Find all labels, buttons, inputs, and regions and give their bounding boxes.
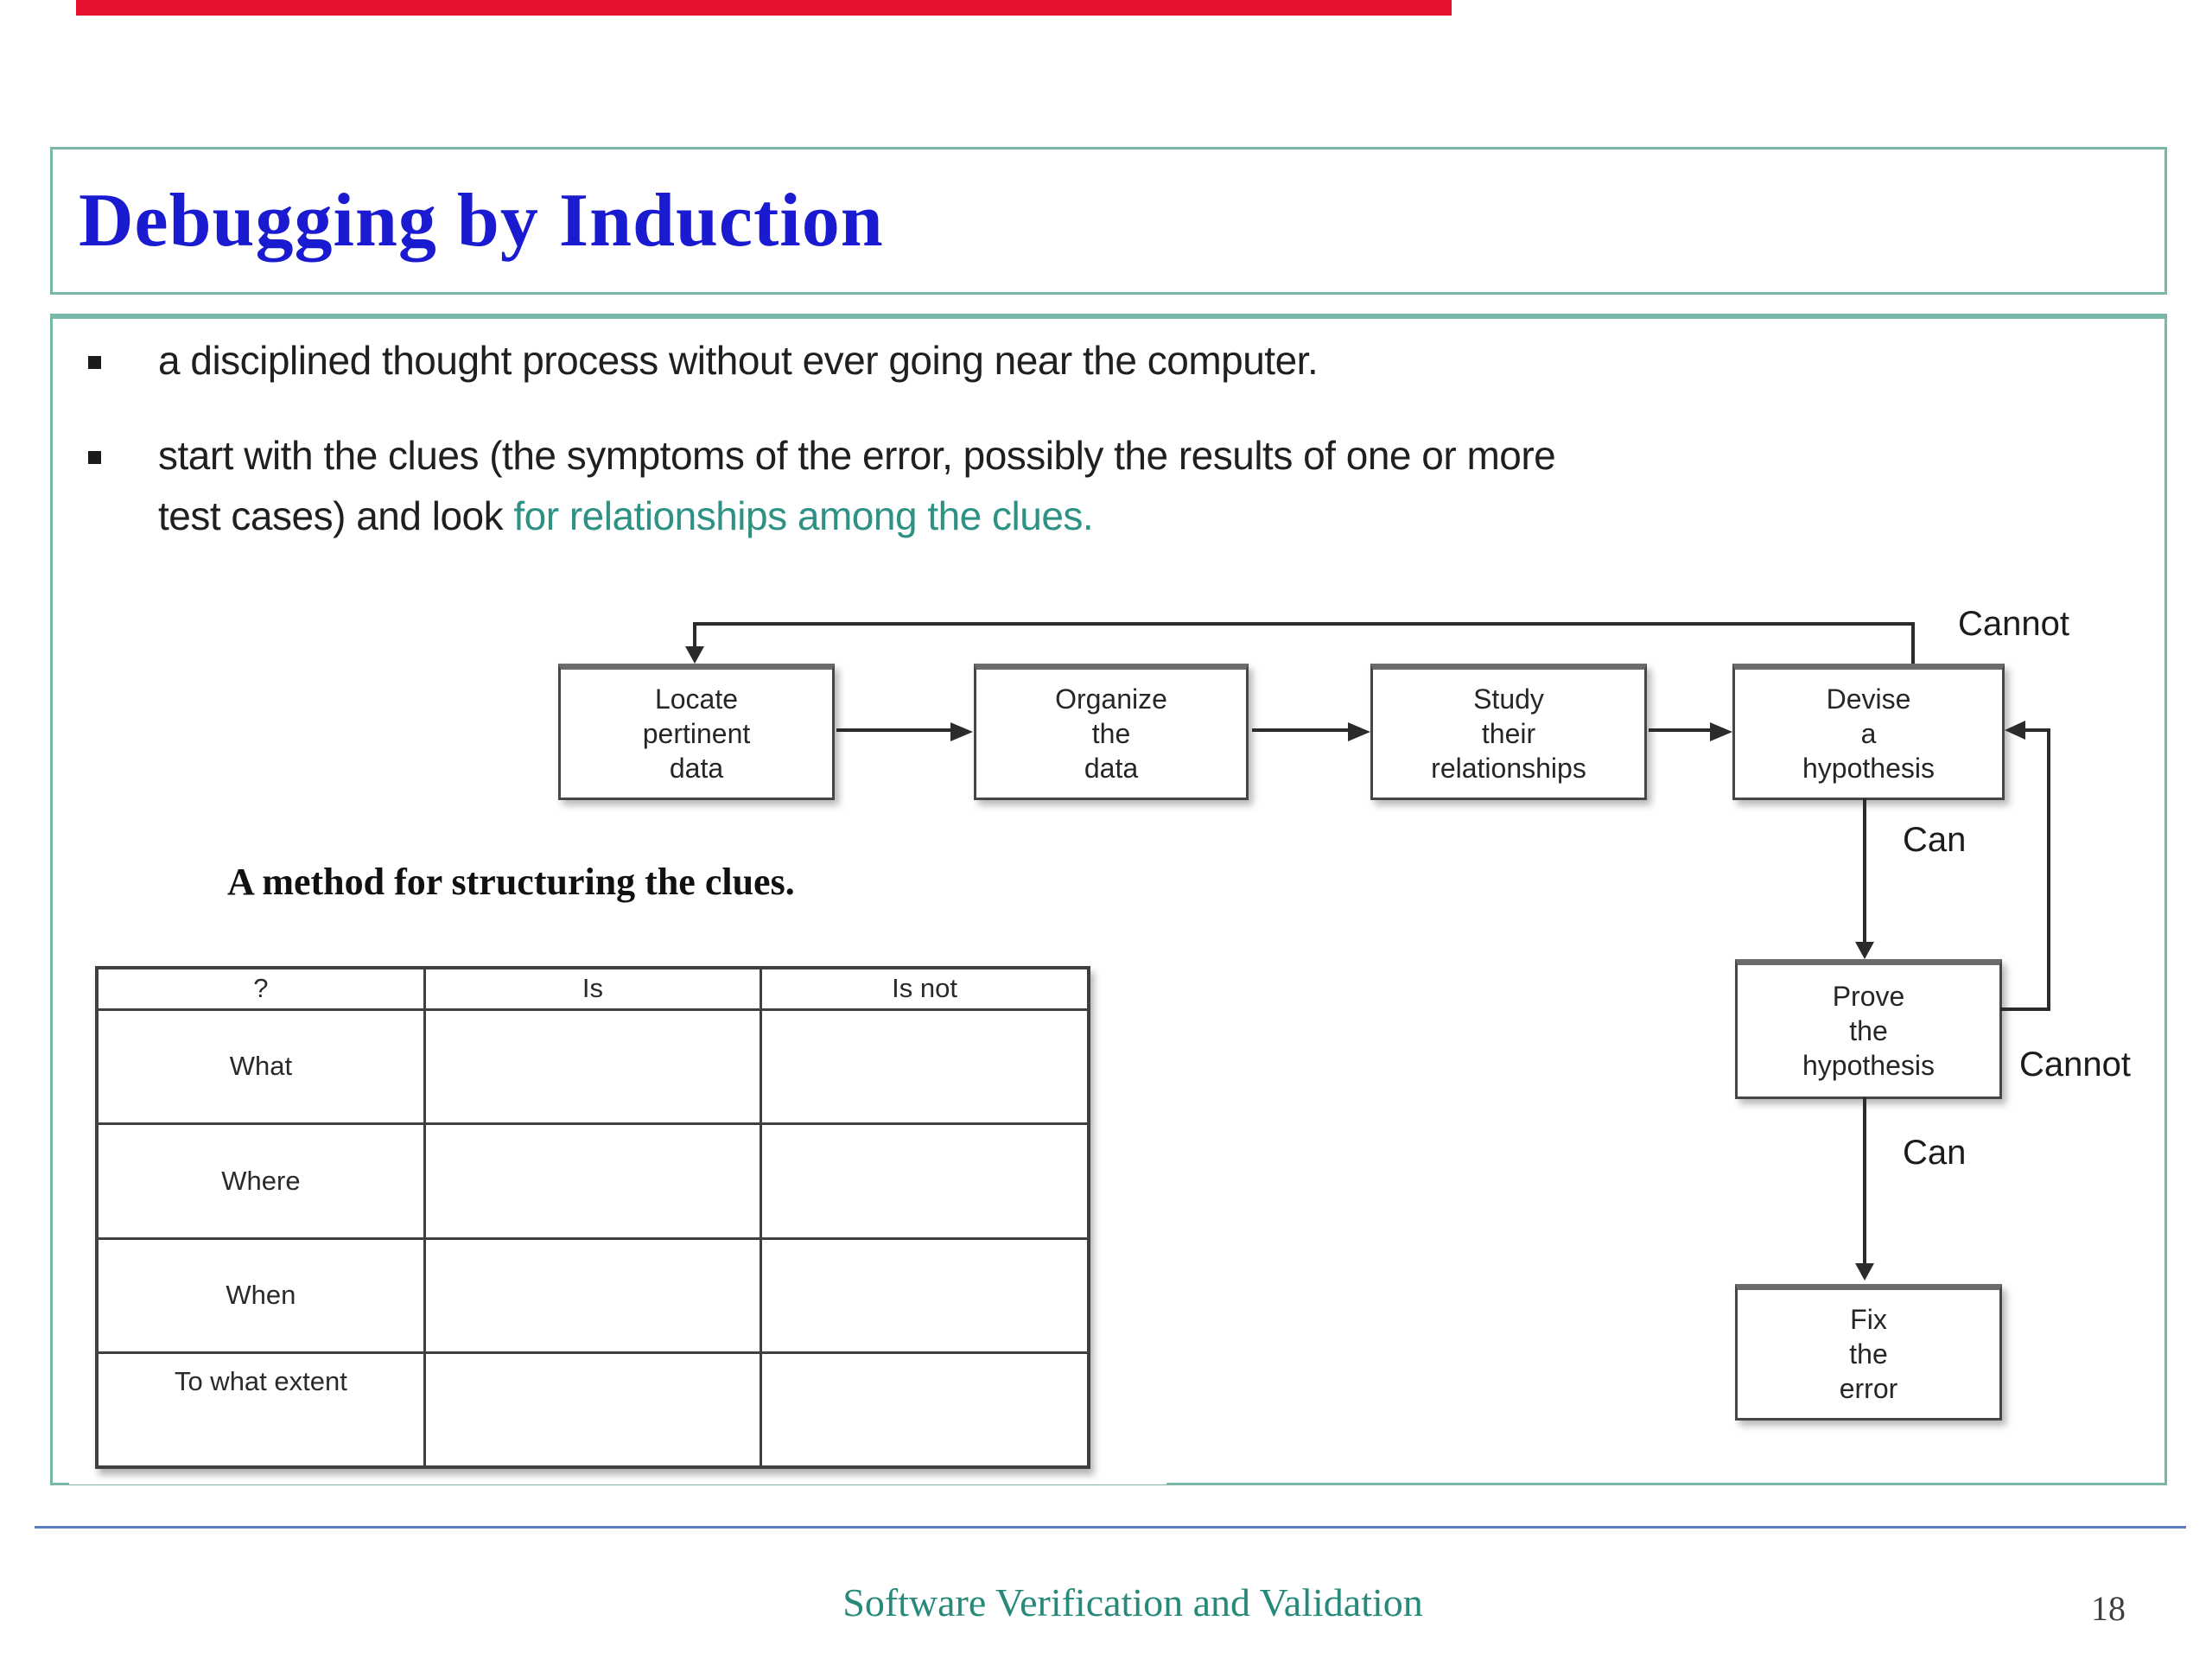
flow-box-locate: Locate pertinent data bbox=[558, 664, 835, 800]
feedback-line-vertical bbox=[2047, 730, 2050, 1011]
table-cell-empty bbox=[760, 1122, 1090, 1240]
arrowhead-down-icon bbox=[1855, 1263, 1874, 1281]
label-can-lower: Can bbox=[1903, 1134, 1967, 1172]
video-progress-bar bbox=[76, 0, 1452, 16]
table-cell-empty bbox=[423, 1351, 763, 1469]
bullet-2-line2: test cases) and look for relationships a… bbox=[158, 493, 1094, 539]
box-line: Devise bbox=[1826, 683, 1911, 715]
table-header-row: ? Is Is not bbox=[95, 966, 1090, 1011]
flow-box-fix: Fix the error bbox=[1735, 1284, 2002, 1421]
arrowhead-right-icon bbox=[950, 722, 973, 741]
row-label-extent: To what extent bbox=[95, 1351, 426, 1469]
bullet-square-icon bbox=[88, 356, 101, 369]
table-cell-empty bbox=[760, 1007, 1090, 1126]
table-header-question: ? bbox=[95, 966, 426, 1011]
table-row: When bbox=[95, 1236, 1090, 1355]
bullet-square-icon bbox=[88, 451, 101, 464]
table-cell-empty bbox=[760, 1236, 1090, 1355]
box-line: hypothesis bbox=[1802, 1050, 1935, 1081]
table-row: Where bbox=[95, 1122, 1090, 1240]
box-line: pertinent bbox=[642, 718, 751, 749]
box-line: the bbox=[1849, 1338, 1888, 1370]
bullet-2-line2-highlight: for relationships among the clues. bbox=[513, 493, 1094, 538]
box-line: the bbox=[1849, 1015, 1888, 1046]
label-cannot-right: Cannot bbox=[2019, 1046, 2131, 1084]
title-box: Debugging by Induction bbox=[50, 147, 2167, 295]
table-cell-empty bbox=[423, 1007, 763, 1126]
arrowhead-right-icon bbox=[1348, 722, 1370, 741]
row-label-where: Where bbox=[95, 1122, 426, 1240]
arrow-shaft bbox=[836, 728, 950, 732]
clue-table: ? Is Is not What Where When To what exte… bbox=[95, 966, 1090, 1469]
box-line: hypothesis bbox=[1802, 753, 1935, 784]
bullet-2-line2-plain: test cases) and look bbox=[158, 493, 514, 538]
box-line: Study bbox=[1473, 683, 1544, 715]
feedback-line-right-stub bbox=[1911, 622, 1915, 664]
box-line: Fix bbox=[1850, 1304, 1887, 1335]
row-label-what: What bbox=[95, 1007, 426, 1126]
arrowhead-down-icon bbox=[685, 646, 704, 664]
flow-box-prove: Prove the hypothesis bbox=[1735, 959, 2002, 1099]
table-cell-empty bbox=[423, 1236, 763, 1355]
table-cell-empty bbox=[760, 1351, 1090, 1469]
label-can-upper: Can bbox=[1903, 821, 1967, 859]
box-line: error bbox=[1839, 1373, 1898, 1404]
table-row: To what extent bbox=[95, 1351, 1090, 1469]
box-line: data bbox=[1084, 753, 1139, 784]
flow-box-study: Study their relationships bbox=[1370, 664, 1647, 800]
table-header-isnot: Is not bbox=[760, 966, 1090, 1011]
arrowhead-down-icon bbox=[1855, 942, 1874, 959]
label-cannot-top: Cannot bbox=[1958, 605, 2069, 643]
feedback-line-top bbox=[693, 622, 1913, 626]
table-cell-empty bbox=[423, 1122, 763, 1240]
feedback-line-left-stub bbox=[693, 622, 696, 648]
scan-background-patch bbox=[69, 1469, 1166, 1484]
feedback-stub-right bbox=[2000, 1007, 2050, 1011]
table-header-is: Is bbox=[423, 966, 763, 1011]
box-line: Prove bbox=[1832, 981, 1905, 1012]
arrow-shaft-vertical bbox=[1863, 798, 1866, 942]
footer-course-title: Software Verification and Validation bbox=[842, 1580, 1423, 1624]
box-line: data bbox=[669, 753, 724, 784]
arrow-shaft bbox=[1649, 728, 1710, 732]
table-row: What bbox=[95, 1007, 1090, 1126]
bullet-2-line1: start with the clues (the symptoms of th… bbox=[158, 433, 1556, 478]
arrow-shaft bbox=[1252, 728, 1348, 732]
feedback-stub-top bbox=[2025, 728, 2050, 732]
arrowhead-left-icon bbox=[2005, 721, 2025, 740]
box-line: the bbox=[1091, 718, 1131, 749]
bullet-1-text: a disciplined thought process without ev… bbox=[158, 338, 1319, 383]
diagram-caption: A method for structuring the clues. bbox=[227, 861, 795, 903]
box-line: a bbox=[1860, 718, 1877, 749]
footer-divider-line bbox=[35, 1526, 2186, 1529]
box-line: Locate bbox=[654, 683, 739, 715]
arrow-shaft-vertical bbox=[1863, 1097, 1866, 1263]
row-label-when: When bbox=[95, 1236, 426, 1355]
box-line: Organize bbox=[1055, 683, 1167, 715]
page-number: 18 bbox=[2091, 1589, 2126, 1628]
box-line: their bbox=[1481, 718, 1536, 749]
box-line: relationships bbox=[1431, 753, 1586, 784]
page-title: Debugging by Induction bbox=[79, 179, 884, 263]
flow-box-organize: Organize the data bbox=[974, 664, 1249, 800]
arrowhead-right-icon bbox=[1710, 722, 1732, 741]
flow-box-devise: Devise a hypothesis bbox=[1732, 664, 2005, 800]
